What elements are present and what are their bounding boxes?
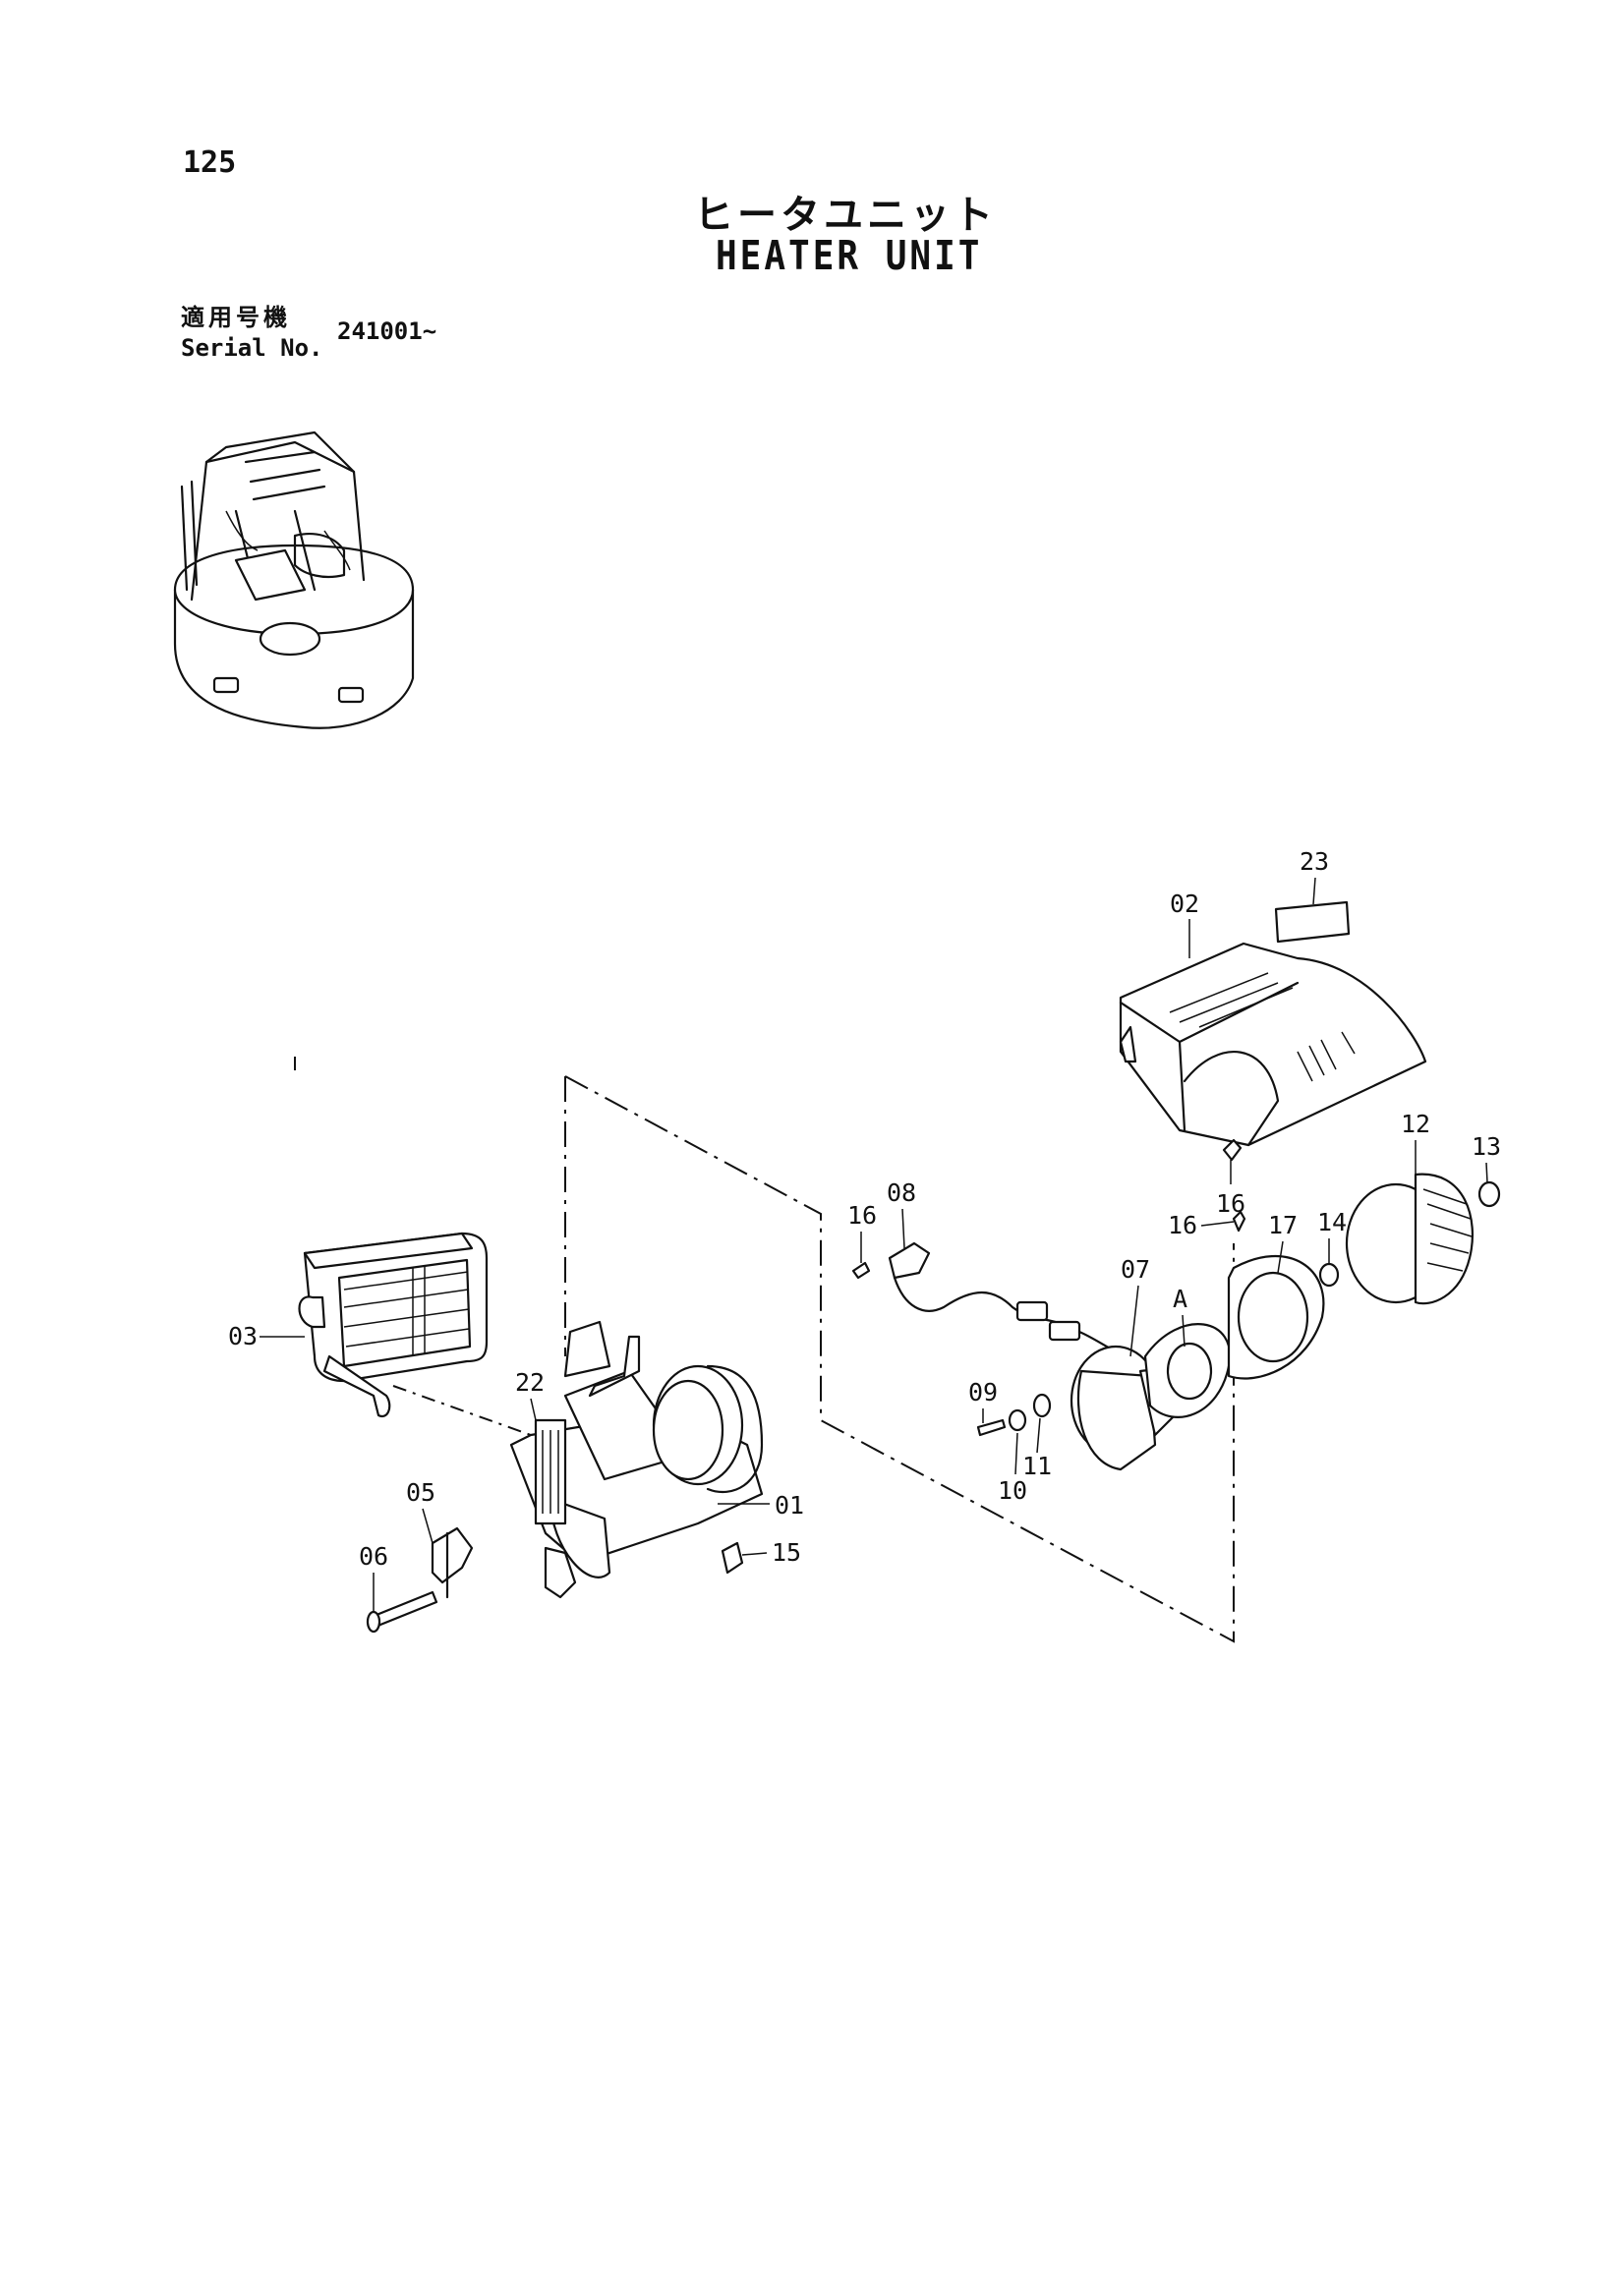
callout-13: 13 bbox=[1472, 1132, 1501, 1183]
fan-washer-part bbox=[1318, 1262, 1340, 1288]
assembly-boundary-dashed bbox=[294, 1057, 1235, 1643]
svg-text:05: 05 bbox=[406, 1478, 435, 1507]
svg-text:02: 02 bbox=[1170, 890, 1199, 918]
collar-part bbox=[1008, 1408, 1027, 1432]
callout-09: 09 bbox=[968, 1378, 998, 1423]
fan-housing-part bbox=[1227, 1255, 1325, 1380]
wire-harness-part bbox=[888, 1241, 1118, 1353]
callout-03: 03 bbox=[228, 1322, 305, 1350]
page-title-japanese: ヒータユニット bbox=[694, 193, 997, 238]
svg-text:01: 01 bbox=[775, 1491, 804, 1520]
svg-text:03: 03 bbox=[228, 1322, 258, 1350]
page-title-english: HEATER UNIT bbox=[716, 233, 983, 280]
callout-16-a: 16 bbox=[1216, 1160, 1245, 1218]
heater-case-part bbox=[509, 1320, 764, 1599]
gasket-part bbox=[1143, 1323, 1232, 1418]
svg-text:22: 22 bbox=[515, 1368, 545, 1397]
motor-bolt-part bbox=[976, 1418, 1007, 1437]
svg-text:08: 08 bbox=[887, 1178, 916, 1207]
washer-part bbox=[1032, 1393, 1052, 1418]
svg-text:16: 16 bbox=[1216, 1189, 1245, 1218]
callout-A: A bbox=[1173, 1285, 1187, 1348]
callout-14: 14 bbox=[1317, 1208, 1347, 1264]
svg-text:13: 13 bbox=[1472, 1132, 1501, 1161]
svg-text:14: 14 bbox=[1317, 1208, 1347, 1236]
svg-text:A: A bbox=[1173, 1285, 1187, 1313]
callout-group: 01 02 03 05 06 07 08 09 bbox=[228, 847, 1501, 1612]
svg-text:10: 10 bbox=[998, 1476, 1027, 1505]
callout-07: 07 bbox=[1121, 1255, 1150, 1357]
svg-text:23: 23 bbox=[1300, 847, 1329, 876]
callout-05: 05 bbox=[406, 1478, 435, 1544]
bolt-part bbox=[366, 1590, 438, 1634]
callout-17: 17 bbox=[1268, 1211, 1298, 1274]
callout-16-b: 16 bbox=[1168, 1211, 1235, 1239]
bracket-part bbox=[431, 1526, 474, 1599]
svg-text:16: 16 bbox=[847, 1201, 877, 1230]
page-number: 125 bbox=[183, 145, 237, 180]
callout-01: 01 bbox=[718, 1491, 804, 1520]
svg-text:12: 12 bbox=[1401, 1110, 1430, 1138]
fan-part bbox=[1345, 1173, 1474, 1305]
svg-text:06: 06 bbox=[359, 1542, 388, 1571]
callout-10: 10 bbox=[998, 1432, 1027, 1505]
callout-08: 08 bbox=[887, 1178, 916, 1249]
blower-motor-part bbox=[1070, 1345, 1178, 1471]
svg-text:15: 15 bbox=[772, 1538, 801, 1567]
svg-text:09: 09 bbox=[968, 1378, 998, 1406]
callout-12: 12 bbox=[1401, 1110, 1430, 1179]
callout-06: 06 bbox=[359, 1542, 388, 1612]
nut-part bbox=[1477, 1180, 1501, 1208]
serial-number-range: 241001~ bbox=[337, 317, 437, 345]
callout-15: 15 bbox=[741, 1538, 801, 1567]
svg-text:17: 17 bbox=[1268, 1211, 1298, 1239]
svg-text:16: 16 bbox=[1168, 1211, 1197, 1239]
callout-16-c: 16 bbox=[847, 1201, 877, 1263]
heater-cover-part bbox=[1119, 942, 1427, 1147]
heater-core-part bbox=[298, 1232, 489, 1418]
callout-11: 11 bbox=[1022, 1417, 1052, 1480]
serial-label-japanese: 適用号機 bbox=[181, 304, 291, 331]
svg-text:07: 07 bbox=[1121, 1255, 1150, 1284]
excavator-overview-illustration bbox=[173, 430, 415, 729]
callout-22: 22 bbox=[515, 1368, 545, 1421]
callout-23: 23 bbox=[1300, 847, 1329, 905]
screw-parts bbox=[851, 1138, 1246, 1280]
caution-label-part bbox=[1274, 900, 1351, 944]
callout-02: 02 bbox=[1170, 890, 1199, 958]
svg-text:11: 11 bbox=[1022, 1452, 1052, 1480]
grommet-part bbox=[721, 1541, 744, 1575]
serial-label-english: Serial No. bbox=[181, 334, 323, 362]
